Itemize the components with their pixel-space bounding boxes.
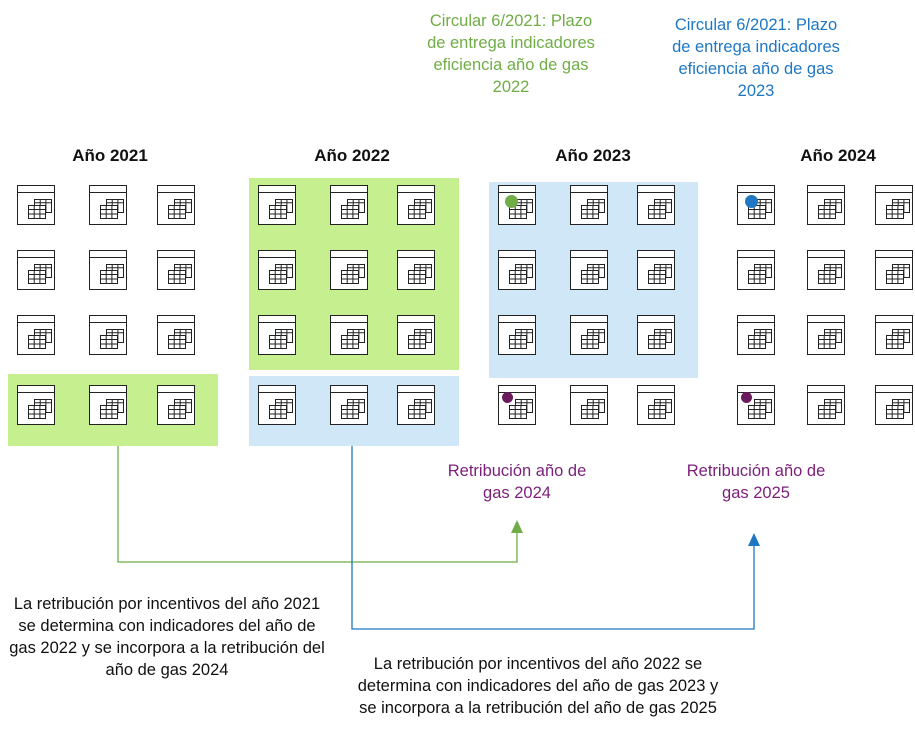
calendar-icon [637, 250, 675, 290]
calendar-icon [498, 315, 536, 355]
retribution-2025-note: Retribución año de gas 2025 [686, 462, 826, 502]
calendar-icon [330, 185, 368, 225]
calendar-icon [89, 185, 127, 225]
calendar-icon [737, 385, 775, 425]
calendar-icon [875, 250, 913, 290]
calendar-icon [157, 185, 195, 225]
calendar-icon [330, 385, 368, 425]
calendar-icon [807, 185, 845, 225]
caption-2021: La retribución por incentivos del año 20… [9, 595, 325, 679]
retribution-2024-note: Retribución año de gas 2024 [447, 462, 587, 502]
calendar-icon [157, 385, 195, 425]
green-arrow-head-icon [511, 520, 523, 533]
calendar-icon [498, 185, 536, 225]
calendar-icon [807, 315, 845, 355]
calendar-icon [258, 385, 296, 425]
blue-marker-icon [745, 195, 758, 208]
calendar-icon [258, 185, 296, 225]
calendar-icon [397, 185, 435, 225]
calendar-icon [498, 385, 536, 425]
year-title-2023: Año 2023 [555, 146, 631, 165]
blue-flow-arrow [351, 446, 755, 630]
year-title-2024: Año 2024 [800, 146, 876, 165]
calendar-icon [570, 185, 608, 225]
calendar-icon [807, 250, 845, 290]
calendar-icon [89, 250, 127, 290]
calendar-icon [89, 315, 127, 355]
calendar-icon [637, 185, 675, 225]
green-flow-arrow [117, 446, 518, 563]
calendar-icon [397, 250, 435, 290]
calendar-icon [397, 385, 435, 425]
calendar-icon [637, 385, 675, 425]
calendar-icon [498, 250, 536, 290]
calendar-icon [737, 315, 775, 355]
calendar-icon [875, 385, 913, 425]
blue-arrow-head-icon [748, 533, 760, 546]
calendar-icon [570, 250, 608, 290]
calendar-icon [570, 385, 608, 425]
year-title-2022: Año 2022 [314, 146, 390, 165]
purple-marker-2023-icon [502, 392, 513, 403]
calendar-icon [17, 185, 55, 225]
green-deadline-note: Circular 6/2021: Plazo de entrega indica… [427, 12, 595, 96]
calendar-icon [17, 315, 55, 355]
year-title-2021: Año 2021 [72, 146, 148, 165]
calendar-icon [570, 315, 608, 355]
calendar-icon [17, 250, 55, 290]
calendar-icon [807, 385, 845, 425]
purple-marker-2024-icon [741, 392, 752, 403]
calendar-icon [330, 250, 368, 290]
calendar-icon [258, 250, 296, 290]
calendar-icon [737, 250, 775, 290]
calendar-icon [397, 315, 435, 355]
calendar-icon [330, 315, 368, 355]
caption-2022: La retribución por incentivos del año 20… [357, 655, 719, 717]
calendar-icon [875, 185, 913, 225]
calendar-icon [258, 315, 296, 355]
calendar-icon [637, 315, 675, 355]
green-marker-icon [505, 195, 518, 208]
calendar-icon [89, 385, 127, 425]
calendar-icon [875, 315, 913, 355]
calendar-icon [157, 250, 195, 290]
calendar-icon [17, 385, 55, 425]
blue-deadline-note: Circular 6/2021: Plazo de entrega indica… [672, 16, 840, 100]
calendar-icon [157, 315, 195, 355]
